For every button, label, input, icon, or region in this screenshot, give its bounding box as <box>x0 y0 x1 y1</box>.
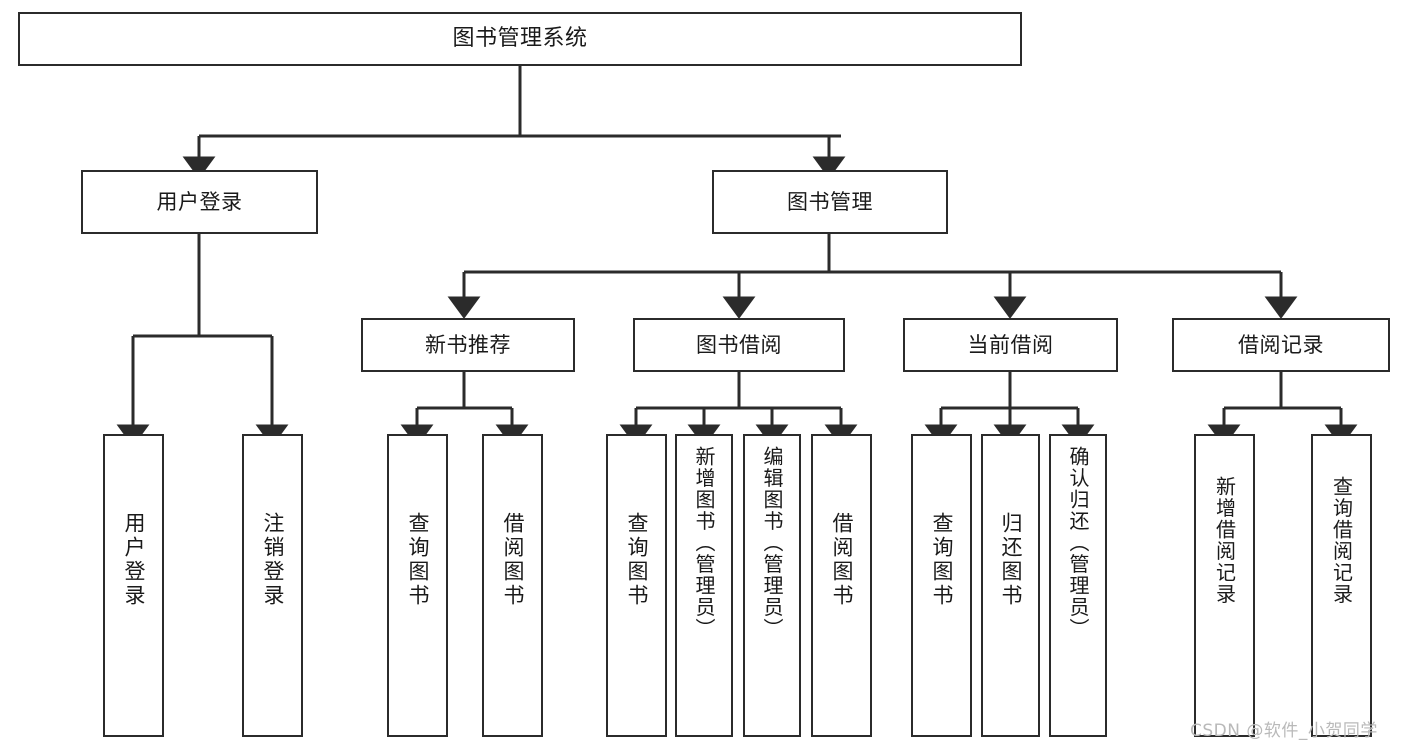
node-label: 用户登录 <box>122 512 146 608</box>
node-label: 新增借阅记录 <box>1212 476 1237 605</box>
leaf-current-borrow-return[interactable]: 归还图书 <box>981 434 1040 737</box>
leaf-borrow-record-query[interactable]: 查询借阅记录 <box>1311 434 1372 737</box>
leaf-new-book-query[interactable]: 查询图书 <box>387 434 448 737</box>
leaf-book-borrow-borrow[interactable]: 借阅图书 <box>811 434 872 737</box>
node-label: 查询图书 <box>930 512 954 608</box>
node-label: 编辑图书（管理员） <box>760 446 784 640</box>
node-root-system[interactable]: 图书管理系统 <box>18 12 1022 66</box>
leaf-current-borrow-query[interactable]: 查询图书 <box>911 434 972 737</box>
node-label: 借阅记录 <box>1238 332 1324 357</box>
node-label: 查询图书 <box>406 512 430 608</box>
node-label: 注销登录 <box>261 512 285 608</box>
leaf-new-book-borrow[interactable]: 借阅图书 <box>482 434 543 737</box>
node-label: 借阅图书 <box>830 512 854 608</box>
node-label: 查询图书 <box>625 512 649 608</box>
csdn-watermark: CSDN @软件_小贺同学 <box>1190 721 1378 741</box>
node-label: 图书管理系统 <box>452 26 588 52</box>
node-current-borrow[interactable]: 当前借阅 <box>903 318 1118 372</box>
leaf-user-login-logout[interactable]: 注销登录 <box>242 434 303 737</box>
node-new-book-recommend[interactable]: 新书推荐 <box>361 318 575 372</box>
node-label: 归还图书 <box>999 512 1023 608</box>
node-label: 确认归还（管理员） <box>1066 446 1090 640</box>
node-label: 用户登录 <box>156 189 243 214</box>
node-user-login[interactable]: 用户登录 <box>81 170 318 234</box>
node-label: 借阅图书 <box>501 512 525 608</box>
node-borrow-record[interactable]: 借阅记录 <box>1172 318 1390 372</box>
leaf-book-borrow-query[interactable]: 查询图书 <box>606 434 667 737</box>
node-label: 新书推荐 <box>425 332 511 357</box>
node-label: 当前借阅 <box>967 332 1054 357</box>
node-label: 图书借阅 <box>696 332 782 357</box>
node-label: 新增图书（管理员） <box>692 446 716 640</box>
node-book-management[interactable]: 图书管理 <box>712 170 948 234</box>
leaf-current-borrow-confirm[interactable]: 确认归还（管理员） <box>1049 434 1107 737</box>
node-label: 图书管理 <box>787 189 873 214</box>
node-book-borrow[interactable]: 图书借阅 <box>633 318 845 372</box>
leaf-borrow-record-add[interactable]: 新增借阅记录 <box>1194 434 1255 737</box>
leaf-book-borrow-edit[interactable]: 编辑图书（管理员） <box>743 434 801 737</box>
leaf-book-borrow-add[interactable]: 新增图书（管理员） <box>675 434 733 737</box>
node-label: 查询借阅记录 <box>1329 476 1354 605</box>
leaf-user-login-login[interactable]: 用户登录 <box>103 434 164 737</box>
